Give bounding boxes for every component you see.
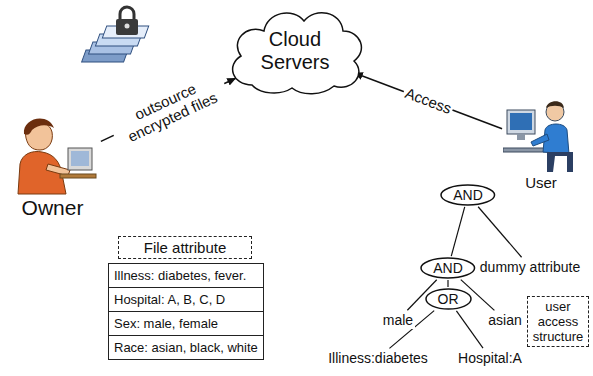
policy-leaf: Hospital:A <box>456 349 524 367</box>
user-computer <box>503 110 549 152</box>
table-row-text: Hospital: A, B, C, D <box>109 288 263 312</box>
node-label: AND <box>433 260 463 276</box>
cloud-shape <box>233 13 362 94</box>
cloud-servers: Cloud Servers <box>222 3 368 98</box>
node-label: Hospital:A <box>458 350 522 366</box>
user-actor: User <box>503 96 579 191</box>
attribute-table: Illness: diabetes, fever.Hospital: A, B,… <box>108 263 264 360</box>
policy-leaf: Illiness:diabetes <box>326 349 430 367</box>
and-gate: AND <box>440 184 496 206</box>
flow-arrow <box>354 73 502 129</box>
policy-leaf: dummy attribute <box>478 258 582 276</box>
policy-leaf: asian <box>486 311 523 329</box>
policy-leaf: male <box>381 311 415 329</box>
tree-branch <box>451 207 464 256</box>
edge-label: outsource encrypted files <box>106 69 230 151</box>
table-row-text: Sex: male, female <box>109 312 263 336</box>
node-label: User <box>503 174 579 191</box>
owner-figure <box>8 108 98 196</box>
node-label: AND <box>453 187 483 203</box>
node-label: dummy attribute <box>480 259 580 275</box>
owner-actor: Owner <box>5 108 100 220</box>
table-row-text: Illness: diabetes, fever. <box>109 264 263 288</box>
node-label: male <box>383 312 413 328</box>
node-label: OR <box>438 291 459 307</box>
node-label: asian <box>488 312 521 328</box>
attribute-heading-box: File attribute <box>118 236 252 259</box>
owner-person <box>18 119 70 194</box>
tree-branch <box>478 207 521 257</box>
ellipse-shape <box>421 258 475 278</box>
table-row-text: Race: asian, black, white <box>109 336 263 359</box>
ellipse-shape <box>426 289 471 309</box>
node-label: Owner <box>5 196 100 220</box>
tree-branch <box>456 311 483 348</box>
ellipse-shape <box>441 185 495 205</box>
node-label: Illiness:diabetes <box>328 350 428 366</box>
owner-desk <box>60 148 96 178</box>
access-structure-note: user access structure <box>527 296 589 347</box>
node-label: user access structure <box>531 299 585 344</box>
tree-branch <box>447 280 448 287</box>
user-figure <box>503 96 579 174</box>
node-label: Cloud Servers <box>252 28 338 74</box>
locked-files-icon <box>82 7 149 62</box>
or-gate: OR <box>425 288 472 310</box>
edge-label: Access <box>401 84 456 118</box>
and-gate: AND <box>420 257 476 279</box>
user-person <box>531 101 573 172</box>
node-label: File attribute <box>122 239 248 256</box>
